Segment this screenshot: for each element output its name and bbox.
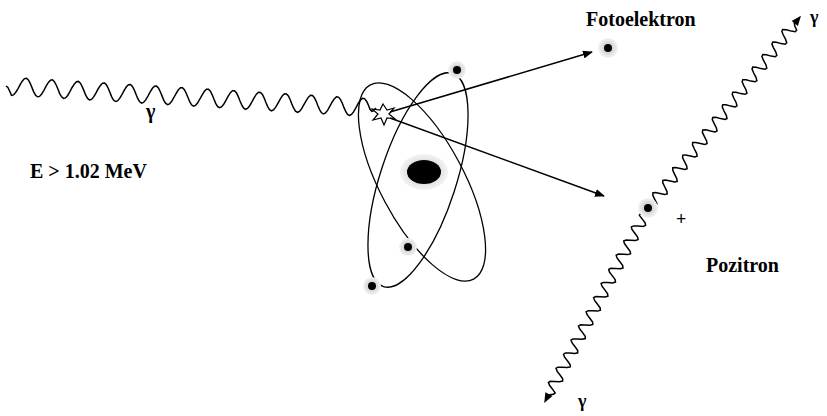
charge-sign: + [676, 210, 686, 230]
nucleus [400, 154, 448, 190]
photon-symbol: γ [810, 8, 818, 28]
particle-arrows [390, 52, 604, 196]
interaction-burst [372, 104, 395, 125]
particle-name: Fotoelektron [586, 8, 696, 30]
photon-wave [548, 212, 646, 396]
arrow-head [544, 392, 552, 403]
photon-waves [6, 22, 797, 396]
photon-wave [650, 22, 797, 206]
electron-orbits [333, 62, 510, 299]
photon-wave [6, 78, 376, 115]
electrons [363, 38, 658, 295]
photon-symbol: γ [146, 100, 155, 122]
photon-symbol: γ [578, 392, 586, 412]
particle-name: Pozitron [706, 254, 779, 276]
arrow-head [792, 16, 801, 26]
energy-threshold: E > 1.02 MeV [30, 160, 147, 182]
